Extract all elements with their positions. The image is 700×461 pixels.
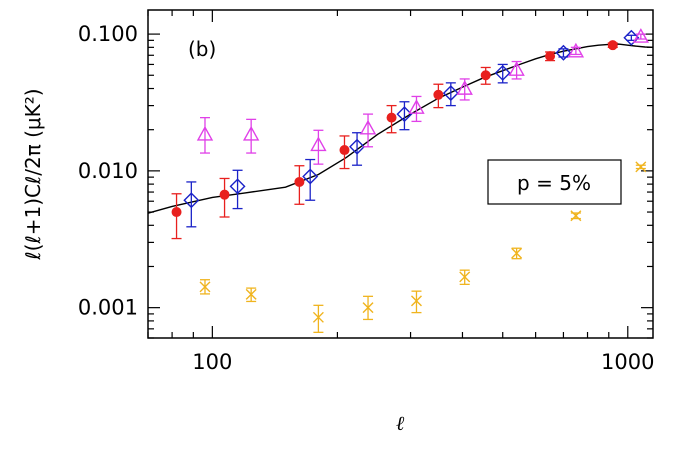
y-axis-label: ℓ(ℓ+1)Cℓ/2π (μK²): [21, 88, 45, 260]
data-point: [511, 247, 523, 260]
marker-diamond: [623, 29, 640, 46]
data-point: [635, 161, 647, 173]
marker-triangle: [408, 99, 425, 114]
axis-ticks: [147, 10, 653, 339]
y-tick-labels: 0.001 0.010 0.100: [78, 22, 138, 320]
data-point: [567, 42, 585, 58]
marker-diamond: [555, 44, 572, 61]
marker-x-b: [459, 271, 471, 283]
series-open-diamond: [183, 29, 640, 228]
x-tick-label: 100: [192, 350, 232, 374]
data-point: [433, 83, 444, 109]
marker-triangle: [196, 125, 214, 141]
data-point: [386, 104, 397, 134]
x-axis-label: ℓ: [396, 411, 405, 435]
data-point: [459, 269, 471, 286]
legend-text: p = 5%: [517, 171, 591, 195]
marker-diamond: [229, 178, 246, 195]
marker-diamond: [442, 85, 459, 102]
marker-circle: [386, 112, 397, 123]
marker-circle: [339, 145, 350, 156]
marker-circle: [480, 70, 491, 81]
marker-diamond: [494, 64, 511, 81]
data-point: [349, 132, 366, 166]
data-point: [362, 295, 374, 321]
data-point: [183, 181, 200, 228]
data-point: [442, 82, 459, 107]
marker-circle: [607, 40, 618, 51]
marker-circle: [433, 89, 444, 100]
marker-triangle: [508, 61, 525, 76]
marker-triangle: [359, 119, 377, 135]
data-point: [555, 44, 572, 61]
data-point: [242, 118, 260, 154]
marker-triangle: [632, 28, 650, 43]
marker-x-b: [410, 295, 422, 307]
marker-diamond: [396, 106, 413, 123]
plot-frame: [147, 9, 654, 339]
marker-circle: [294, 176, 305, 187]
data-point: [171, 193, 182, 240]
data-point: [359, 113, 377, 148]
data-point: [312, 304, 324, 333]
marker-x-b: [570, 210, 582, 222]
marker-x-b: [635, 161, 647, 173]
marker-x-b: [245, 288, 257, 300]
data-point: [456, 78, 473, 101]
data-point: [508, 60, 525, 80]
marker-x-b: [312, 311, 324, 323]
marker-circle: [219, 189, 230, 200]
marker-triangle: [567, 42, 585, 58]
data-point: [245, 287, 257, 303]
legend-box: p = 5%: [487, 159, 622, 205]
marker-triangle: [242, 125, 260, 141]
data-point: [310, 129, 327, 165]
data-point: [545, 51, 556, 62]
data-point: [294, 165, 305, 205]
marker-x-b: [511, 247, 523, 259]
data-point: [408, 95, 425, 123]
data-point: [410, 290, 422, 314]
series-filled-circle: [171, 40, 618, 240]
data-point: [219, 177, 230, 218]
marker-circle: [171, 207, 182, 218]
marker-circle: [545, 51, 556, 62]
data-point: [570, 210, 582, 222]
data-point: [229, 169, 246, 210]
marker-diamond: [183, 192, 200, 209]
series-x-cross: [199, 161, 647, 333]
y-tick-label: 0.010: [78, 159, 138, 183]
series-open-triangle: [196, 28, 650, 165]
data-point: [396, 101, 413, 131]
marker-diamond: [302, 168, 319, 185]
data-series-layer: [171, 28, 650, 333]
data-point: [196, 116, 214, 154]
y-tick-label: 0.001: [78, 296, 138, 320]
marker-x-b: [362, 302, 374, 314]
y-tick-label: 0.100: [78, 22, 138, 46]
marker-diamond: [349, 138, 366, 155]
marker-triangle: [310, 136, 327, 152]
x-tick-label: 1000: [601, 350, 654, 374]
data-point: [480, 66, 491, 85]
marker-triangle: [456, 80, 473, 95]
data-point: [339, 135, 350, 170]
data-point: [302, 158, 319, 201]
data-point: [199, 279, 211, 295]
data-point: [632, 28, 650, 43]
marker-x-b: [199, 281, 211, 293]
legend-frame: [487, 159, 622, 205]
data-point: [607, 40, 618, 51]
data-point: [494, 63, 511, 84]
panel-label: (b): [188, 37, 216, 61]
x-tick-labels: 100 1000: [192, 350, 654, 374]
